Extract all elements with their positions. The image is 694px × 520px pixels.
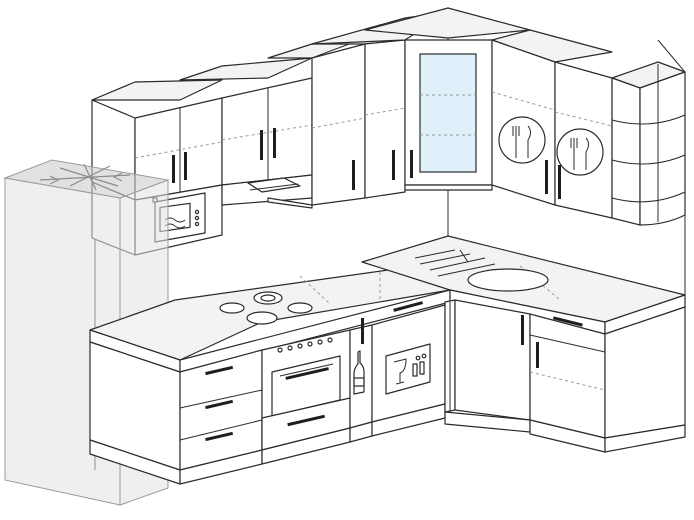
glass-icon <box>393 358 407 385</box>
cooktop <box>219 291 313 325</box>
oven-unit <box>261 329 351 465</box>
bottle-rack <box>349 318 373 443</box>
sink <box>414 249 549 292</box>
fork-knife-icon <box>498 116 546 164</box>
open-shelf-unit <box>611 61 686 226</box>
fork-knife-icon <box>556 128 604 176</box>
upper-cabinet-right-1 <box>491 29 613 206</box>
glass-pane <box>419 53 477 173</box>
glass-corner-cabinet <box>364 7 531 191</box>
base-cabinet-right <box>529 306 686 453</box>
upper-cabinet-right-2 <box>554 61 613 219</box>
upper-cabinet-hood <box>179 57 313 206</box>
bottle-icon <box>353 350 365 395</box>
base-corner-cabinet <box>444 299 531 433</box>
snowflake-icon <box>39 163 131 191</box>
base-drawer-unit <box>89 341 263 485</box>
dishwasher-unit <box>371 301 446 437</box>
